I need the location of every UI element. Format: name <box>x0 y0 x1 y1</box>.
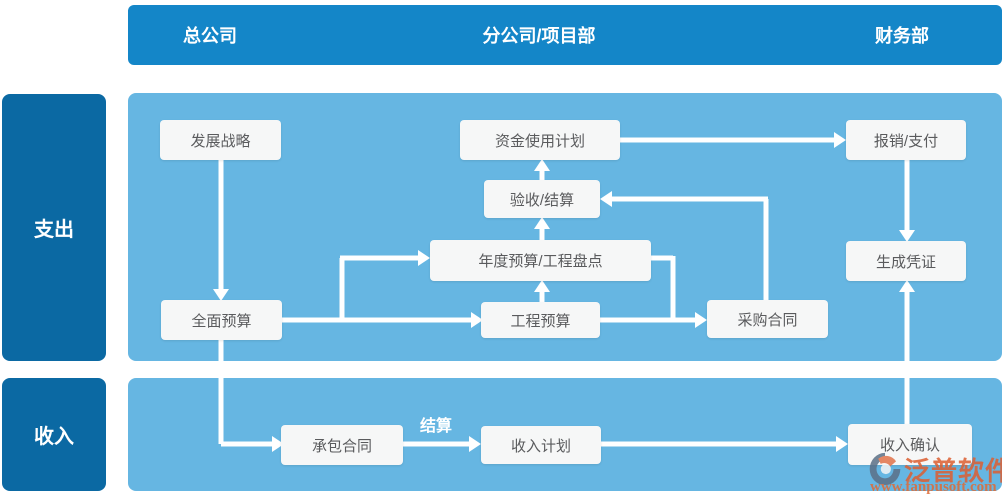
lane-expense: 支出 <box>2 94 106 361</box>
brand-name: 泛普软件 <box>904 456 1002 486</box>
node-overall-budget: 全面预算 <box>161 300 282 340</box>
brand-circle-icon <box>869 452 901 486</box>
node-contracting: 承包合同 <box>281 425 403 465</box>
node-income-confirm: 收入确认 <box>848 424 972 465</box>
node-generate-voucher: 生成凭证 <box>846 241 966 281</box>
node-reimburse-pay: 报销/支付 <box>846 120 966 160</box>
header-column-headquarters: 总公司 <box>183 26 237 46</box>
header-bar: 总公司 分公司/项目部 财务部 <box>128 5 1002 65</box>
watermark-logo: 泛普软件 www.fanpusoft.com <box>858 446 1002 496</box>
node-project-budget: 工程预算 <box>481 302 600 338</box>
node-acceptance: 验收/结算 <box>484 180 600 218</box>
node-purchase-contract: 采购合同 <box>707 300 828 338</box>
edge-label-settlement: 结算 <box>419 418 452 435</box>
brand-url: www.fanpusoft.com <box>870 479 997 495</box>
node-income-plan: 收入计划 <box>481 426 601 464</box>
node-fund-usage-plan: 资金使用计划 <box>460 120 620 160</box>
header-column-branch-project: 分公司/项目部 <box>482 26 596 46</box>
node-annual-budget: 年度预算/工程盘点 <box>430 240 651 281</box>
node-strategy: 发展战略 <box>160 120 281 160</box>
header-column-finance: 财务部 <box>875 26 929 46</box>
lane-income: 收入 <box>2 378 106 491</box>
